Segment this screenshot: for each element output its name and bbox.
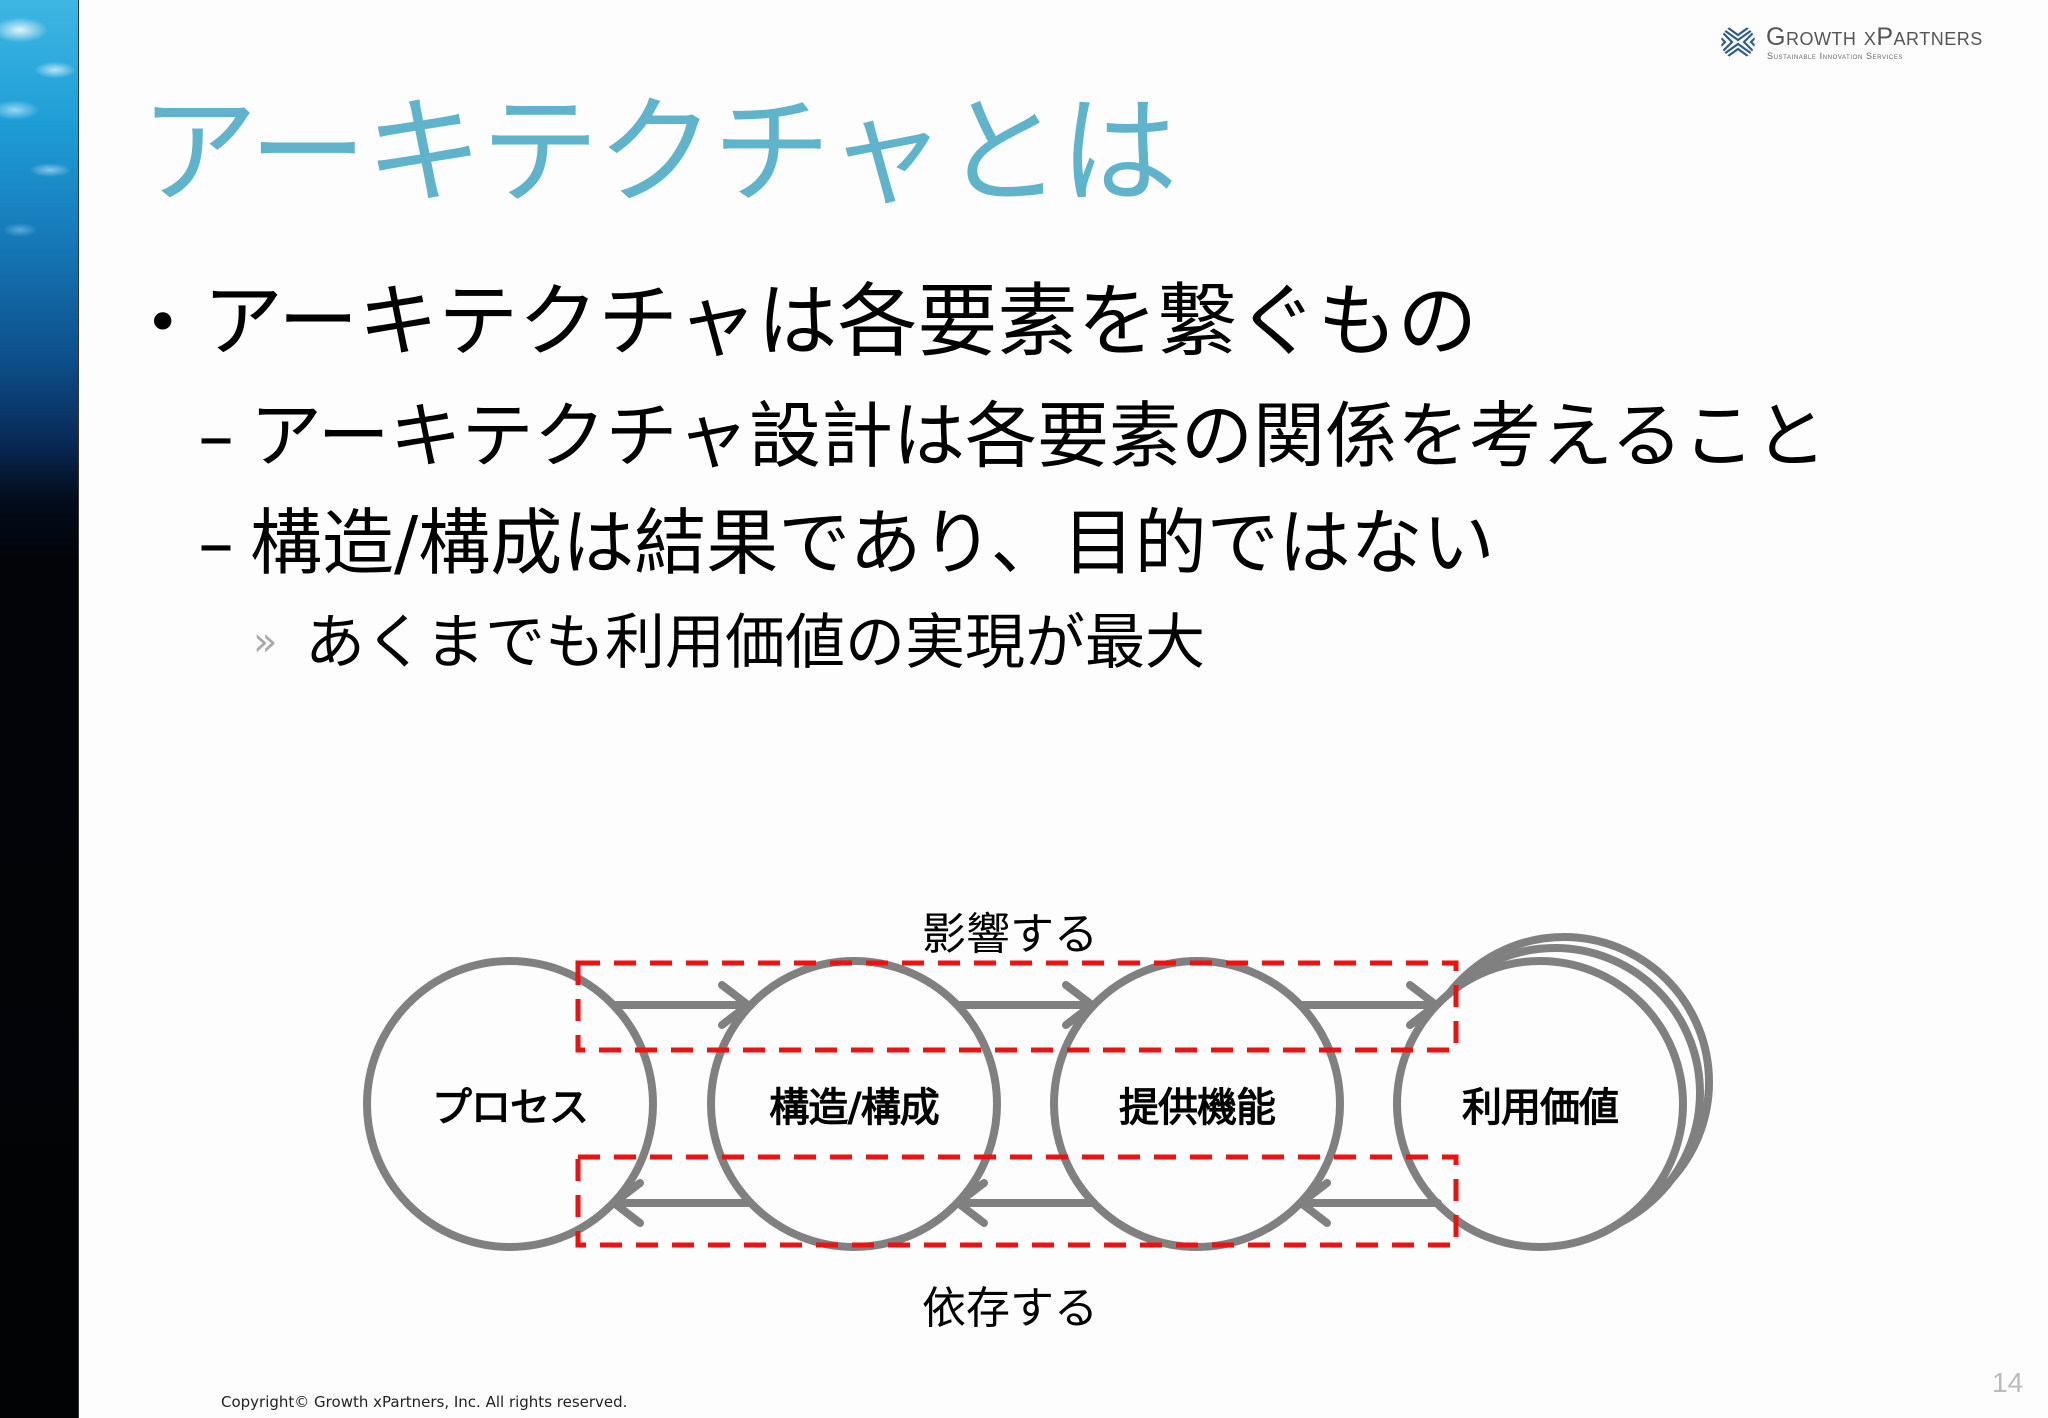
- node-label-function: 提供機能: [1119, 1085, 1276, 1131]
- node-label-value: 利用価値: [1462, 1085, 1619, 1131]
- bullet-chevron-icon: »: [253, 619, 278, 665]
- node-label-structure: 構造/構成: [769, 1085, 940, 1131]
- node-circle-process: [363, 957, 657, 1251]
- dependency-dashed-box: [575, 1154, 1459, 1248]
- node-circle-value: [1393, 957, 1687, 1251]
- influence-dashed-box: [575, 960, 1459, 1053]
- logo-company-name: Growth xPartners: [1766, 23, 1983, 51]
- bullet-dash-icon: –: [198, 394, 234, 478]
- bullet-dot-icon: •: [145, 288, 181, 358]
- chevron-circle-logo-icon: [1721, 25, 1755, 59]
- bullet-level-2: –構造/構成は結果であり、目的ではない: [198, 497, 1495, 589]
- node-label-process: プロセス: [432, 1085, 589, 1131]
- dependency-label: 依存する: [922, 1283, 1098, 1334]
- bullet-dash-icon: –: [198, 501, 234, 585]
- page-number: 14: [1992, 1367, 2024, 1398]
- bullet-level-2: –アーキテクチャ設計は各要素の関係を考えること: [198, 390, 1827, 482]
- slide-title: アーキテクチャとは: [140, 83, 1178, 221]
- influence-label: 影響する: [922, 909, 1098, 960]
- logo-tagline: Sustainable Innovation Services: [1767, 51, 1904, 61]
- bullet-level-3: » あくまでも利用価値の実現が最大: [253, 604, 1205, 681]
- company-logo: Growth xPartners Sustainable Innovation …: [1720, 22, 2020, 64]
- bullet-level-1: • アーキテクチャは各要素を繋ぐもの: [145, 272, 1477, 373]
- underwater-background-strip: [0, 0, 79, 1418]
- copyright-footer: Copyright© Growth xPartners, Inc. All ri…: [221, 1393, 628, 1411]
- bullet-text: アーキテクチャは各要素を繋ぐもの: [203, 275, 1478, 368]
- bullet-text: アーキテクチャ設計は各要素の関係を考えること: [250, 394, 1827, 478]
- bullet-text: あくまでも利用価値の実現が最大: [305, 608, 1205, 678]
- bullet-text: 構造/構成は結果であり、目的ではない: [250, 501, 1495, 585]
